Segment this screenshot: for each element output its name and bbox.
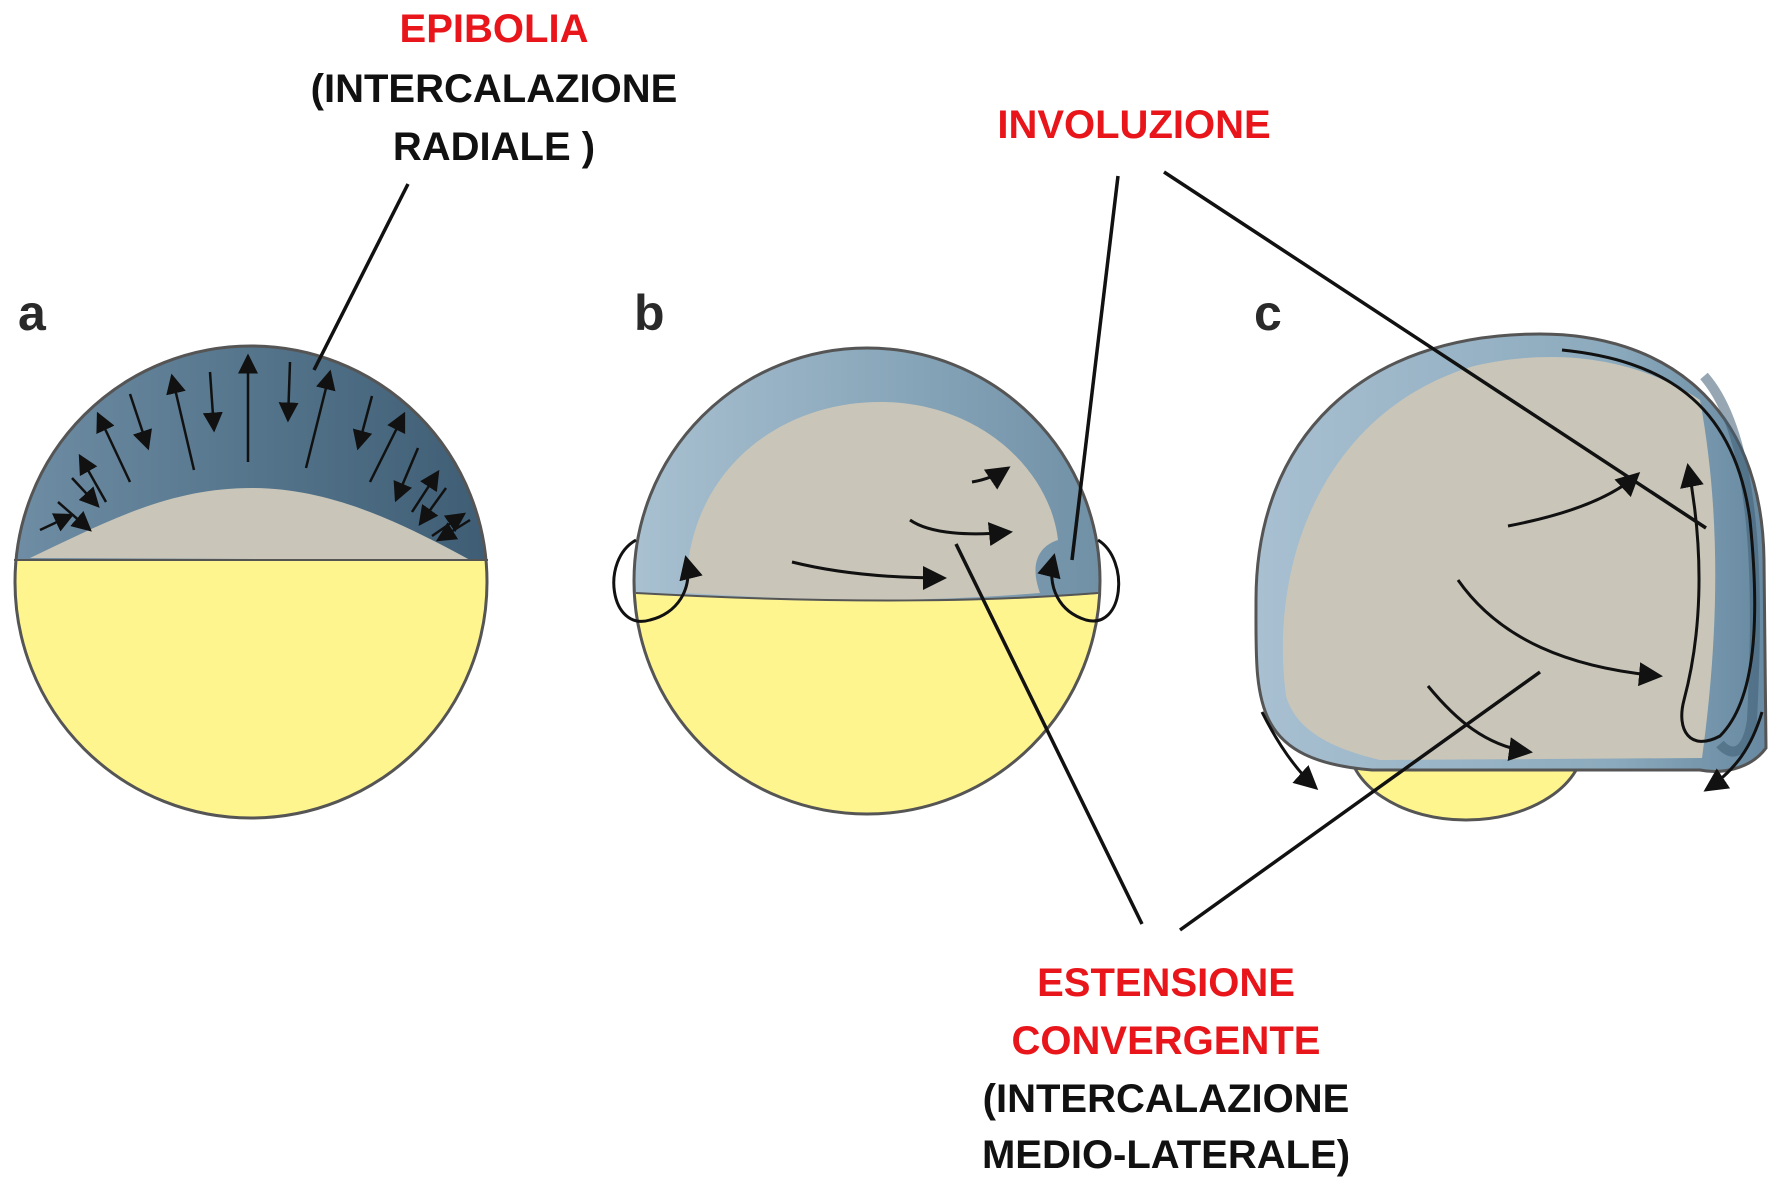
panel-c-embryo [1256, 334, 1766, 820]
panel-label-a: a [18, 285, 47, 341]
estensione-subtitle-line1: (INTERCALAZIONE [983, 1077, 1350, 1121]
epibolia-subtitle-line1: (INTERCALAZIONE [311, 67, 678, 111]
epibolia-label: EPIBOLIA (INTERCALAZIONE RADIALE ) [311, 7, 678, 169]
epibolia-leader [314, 184, 408, 370]
estensione-title-line2: CONVERGENTE [1012, 1019, 1321, 1063]
panel-a-embryo [0, 319, 520, 840]
epibolia-subtitle-line2: RADIALE ) [393, 125, 595, 169]
involuzione-title: INVOLUZIONE [997, 103, 1270, 147]
estensione-label: ESTENSIONE CONVERGENTE (INTERCALAZIONE M… [982, 961, 1350, 1177]
panel-label-c: c [1254, 285, 1282, 341]
involuzione-label: INVOLUZIONE [997, 103, 1270, 147]
involuzione-leader-b [1072, 176, 1118, 560]
panel-label-b: b [634, 285, 665, 341]
estensione-subtitle-line2: MEDIO-LATERALE) [982, 1133, 1350, 1177]
panel-b-embryo [600, 340, 1140, 840]
epibolia-title: EPIBOLIA [400, 7, 589, 51]
estensione-title-line1: ESTENSIONE [1037, 961, 1295, 1005]
